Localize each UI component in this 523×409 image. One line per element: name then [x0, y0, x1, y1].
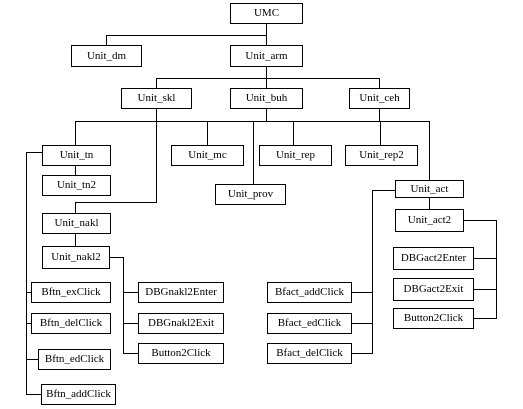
- node-unit-prov: Unit_prov: [215, 184, 286, 205]
- connector-tn-bftn: [26, 152, 42, 395]
- connector-act-bfact: [352, 190, 395, 354]
- node-unit-mc: Unit_mc: [171, 145, 244, 166]
- node-unit-act: Unit_act: [395, 180, 464, 198]
- node-unit-arm: Unit_arm: [230, 45, 303, 67]
- connector-skl-tn: [75, 109, 157, 145]
- node-unit-rep2: Unit_rep2: [345, 145, 418, 166]
- node-unit-tn: Unit_tn: [42, 145, 111, 166]
- node-unit-nakl2: Unit_nakl2: [42, 246, 110, 269]
- node-dbgact2enter: DBGact2Enter: [393, 247, 474, 270]
- connector-skl-nakl: [75, 121, 157, 213]
- node-bfact-edclick: Bfact_edClick: [267, 313, 352, 334]
- node-button2click-act: Button2Click: [393, 308, 474, 329]
- node-button2click-nakl: Button2Click: [138, 343, 224, 364]
- node-unit-skl: Unit_skl: [121, 88, 192, 109]
- node-unit-tn2: Unit_tn2: [42, 175, 111, 196]
- node-unit-act2: Unit_act2: [395, 209, 464, 232]
- node-dbgnakl2enter: DBGnakl2Enter: [138, 282, 224, 303]
- connector-buh-children: [156, 109, 430, 180]
- node-unit-dm: Unit_dm: [71, 45, 142, 67]
- connector-dm-arm: [106, 35, 267, 45]
- node-bfact-addclick: Bfact_addClick: [267, 282, 352, 303]
- connector-nakl2-dbg: [110, 257, 138, 354]
- node-dbgnakl2exit: DBGnakl2Exit: [138, 313, 224, 334]
- node-dbgact2exit: DBGact2Exit: [393, 278, 474, 301]
- node-bftn-addclick: Bftn_addClick: [41, 384, 116, 405]
- node-bftn-exclick: Bftn_exClick: [31, 282, 111, 303]
- connector-arm-level2: [156, 67, 380, 88]
- node-bftn-edclick: Bftn_edClick: [38, 349, 111, 370]
- node-unit-nakl: Unit_nakl: [42, 213, 111, 234]
- node-unit-ceh: Unit_ceh: [349, 88, 410, 109]
- node-unit-rep: Unit_rep: [259, 145, 332, 166]
- node-bfact-delclick: Bfact_delClick: [267, 343, 352, 364]
- node-umc: UMC: [230, 3, 303, 24]
- node-bftn-delclick: Bftn_delClick: [31, 313, 111, 334]
- node-unit-buh: Unit_buh: [230, 88, 303, 109]
- connector-act2-dbgact2: [464, 220, 497, 319]
